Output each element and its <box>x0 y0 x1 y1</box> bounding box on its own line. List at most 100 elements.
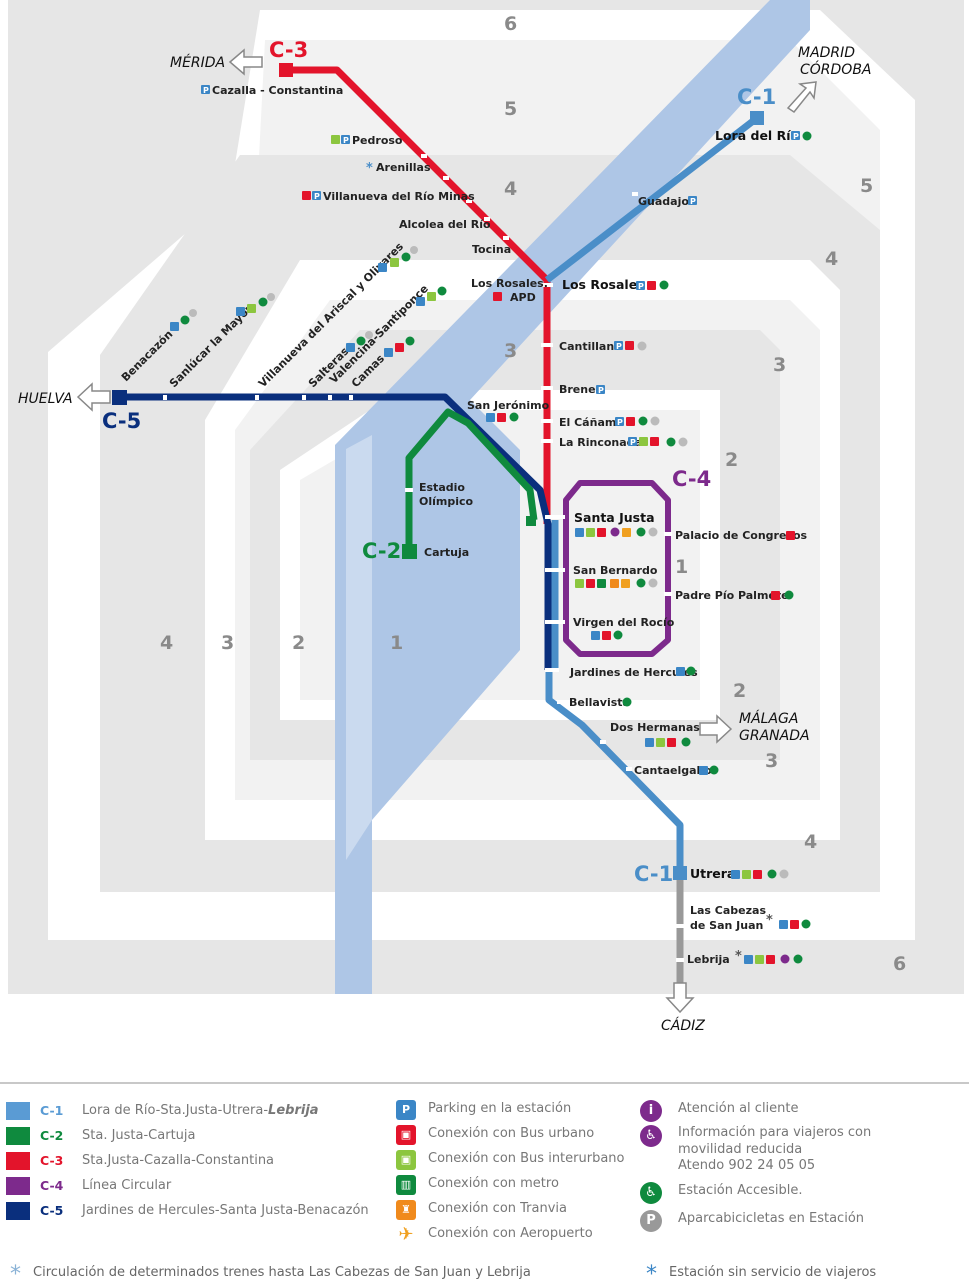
legend-line-c1: C-1 Lora de Río-Sta.Justa-Utrera-Lebrija <box>6 1102 369 1127</box>
svg-text:2: 2 <box>725 449 738 471</box>
station-rosales-apd-2: APD <box>510 291 536 304</box>
arrow-cadiz-icon <box>665 982 695 1014</box>
station-bellavista[interactable]: Bellavista <box>569 696 630 709</box>
dest-cadiz: CÁDIZ <box>661 1017 705 1034</box>
bike-parking-icon: P <box>640 1210 662 1232</box>
station-santa-justa[interactable]: Santa Justa <box>574 510 655 525</box>
station-utrera[interactable]: Utrera <box>690 866 735 881</box>
icons-jardines <box>676 666 696 676</box>
service-icons: P P P P P P P P P P <box>170 85 812 964</box>
terminal-lora[interactable] <box>750 111 764 125</box>
icons-san-jeronimo <box>486 412 519 422</box>
tram-icon: ♜ <box>396 1200 416 1220</box>
no-service-asterisk-icon: * <box>366 161 373 176</box>
swatch-c1 <box>6 1102 30 1120</box>
reduced-mobility-icon: ♿ <box>640 1125 662 1147</box>
icons-cazalla: P <box>201 85 210 95</box>
station-rosales-apd[interactable]: Los Rosales. <box>471 277 548 290</box>
dest-huelva: HUELVA <box>18 391 73 407</box>
terminal-cartuja[interactable] <box>402 544 417 559</box>
terminal-benacazon[interactable] <box>112 390 127 405</box>
station-san-bernardo[interactable]: San Bernardo <box>573 564 658 577</box>
legend-label: Conexión con Aeropuerto <box>428 1226 593 1241</box>
svg-text:3: 3 <box>773 354 786 376</box>
svg-text:P: P <box>630 438 636 447</box>
bus-icon: ▣ <box>396 1125 416 1145</box>
station-virgen-rocio[interactable]: Virgen del Rocío <box>573 616 675 629</box>
station-cantillana[interactable]: Cantillana <box>559 340 622 353</box>
legend-accessible: ♿Estación Accesible. <box>640 1182 878 1210</box>
line-c1-north <box>544 115 760 283</box>
station-ticks <box>163 154 684 962</box>
svg-text:4: 4 <box>804 831 817 853</box>
svg-text:P: P <box>598 386 604 395</box>
river-channel <box>346 435 372 860</box>
station-padre-pio[interactable]: Padre Pío Palmete <box>675 589 789 602</box>
svg-text:P: P <box>638 282 644 291</box>
station-pedroso[interactable]: Pedroso <box>352 134 403 147</box>
station-palacio[interactable]: Palacio de Congresos <box>675 529 808 542</box>
legend-line-c5: C-5 Jardines de Hercules-Santa Justa-Ben… <box>6 1202 369 1227</box>
dest-madrid: MADRID <box>798 45 855 61</box>
legend-code: C-2 <box>40 1128 64 1143</box>
legend-label: Conexión con Bus urbano <box>428 1126 595 1141</box>
rail-lines <box>120 66 760 985</box>
station-lebrija[interactable]: Lebrija <box>687 953 730 966</box>
legend-desc: Lora de Río-Sta.Justa-Utrera-Lebrija <box>82 1103 319 1118</box>
legend-lines: C-1 Lora de Río-Sta.Justa-Utrera-Lebrija… <box>6 1102 369 1227</box>
icons-lora: P <box>791 131 812 141</box>
station-jardines[interactable]: Jardines de Hercules <box>569 666 698 679</box>
accessible-icon: ♿ <box>640 1182 662 1204</box>
station-lora[interactable]: Lora del Río <box>715 128 799 143</box>
station-guadajoz[interactable]: Guadajoz <box>638 195 695 208</box>
legend-bike-parking: P Aparcabicicletas en Estación <box>640 1210 878 1235</box>
metro-icon: ▥ <box>396 1175 416 1195</box>
legend-intercity-bus: ▣Conexión con Bus interurbano <box>396 1150 625 1175</box>
svg-text:P: P <box>690 197 696 206</box>
station-cabezas[interactable]: Las Cabezas <box>690 904 766 917</box>
terminal-cazalla[interactable] <box>279 63 293 77</box>
legend: C-1 Lora de Río-Sta.Justa-Utrera-Lebrija… <box>0 1082 969 1287</box>
station-brenes[interactable]: Brenes <box>559 383 603 396</box>
station-cazalla[interactable]: Cazalla - Constantina <box>212 84 343 97</box>
partial-service-asterisk-icon: * <box>735 949 742 964</box>
svg-text:6: 6 <box>893 953 906 975</box>
terminal-utrera[interactable] <box>673 866 687 880</box>
station-cartuja[interactable]: Cartuja <box>424 546 469 559</box>
station-dos-hermanas[interactable]: Dos Hermanas <box>610 721 700 734</box>
icons-canamo: P <box>615 416 660 427</box>
icons-salteras <box>346 331 373 352</box>
swatch-c2 <box>6 1127 30 1145</box>
station-estadio[interactable]: Estadio <box>419 481 465 494</box>
parking-icon: P <box>396 1100 416 1120</box>
legend-desc: Sta. Justa-Cartuja <box>82 1128 196 1143</box>
icons-bellavista <box>622 697 632 707</box>
station-arenillas[interactable]: Arenillas <box>376 161 431 174</box>
station-san-jeronimo[interactable]: San Jerónimo <box>467 399 550 412</box>
icons-rinconada: P <box>628 437 688 447</box>
station-rinconada[interactable]: La Rinconada <box>559 436 642 449</box>
svg-text:1: 1 <box>390 632 403 654</box>
station-cantaelgallo[interactable]: Cantaelgallo <box>634 764 712 777</box>
svg-text:3: 3 <box>221 632 234 654</box>
legend-reduced-mobility: ♿ Información para viajeros con movilida… <box>640 1125 878 1182</box>
legend-label: Aparcabicicletas en Estación <box>678 1211 865 1226</box>
station-rosales[interactable]: Los Rosales <box>562 277 645 292</box>
legend-metro: ▥Conexión con metro <box>396 1175 625 1200</box>
station-villanueva-rio[interactable]: Villanueva del Río Minas <box>323 190 475 203</box>
legend-code: C-4 <box>40 1178 64 1193</box>
legend-note-no-service: *Estación sin servicio de viajeros <box>646 1262 877 1287</box>
asterisk-blue-icon: * <box>646 1262 657 1287</box>
station-tocina[interactable]: Tocina <box>472 243 511 256</box>
legend-line-c4: C-4 Línea Circular <box>6 1177 369 1202</box>
station-alcolea[interactable]: Alcolea del Río <box>399 218 491 231</box>
station-canamo[interactable]: El Cáñamo <box>559 416 624 429</box>
icons-san-bernardo <box>575 578 658 588</box>
legend-bus: ▣ Conexión con Bus urbano <box>396 1125 625 1150</box>
legend-line-c3: C-3 Sta.Justa-Cazalla-Constantina <box>6 1152 369 1177</box>
icons-cantaelgallo <box>699 765 719 775</box>
icons-cantillana: P <box>614 341 647 351</box>
